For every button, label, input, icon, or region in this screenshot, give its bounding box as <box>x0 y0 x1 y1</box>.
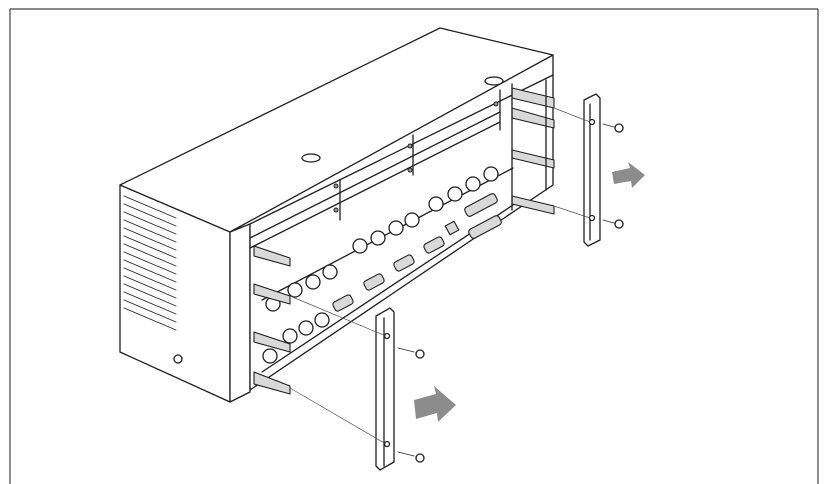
bnc-connector <box>388 220 404 236</box>
dsub-connector <box>393 254 415 272</box>
panel-screw <box>493 101 499 107</box>
panel-strip <box>249 121 501 249</box>
bracket-screw <box>602 123 624 133</box>
rj-connector <box>444 220 460 236</box>
flange-tab <box>253 371 291 395</box>
bnc-connector <box>314 312 330 328</box>
bracket-screw <box>397 347 425 359</box>
bracket-screw <box>397 451 425 463</box>
dsub-connector <box>423 236 445 254</box>
leader-line <box>289 295 387 337</box>
dsub-connector <box>468 215 502 239</box>
dsub-connector-group <box>332 193 502 312</box>
side-screw <box>173 354 183 364</box>
bracket-hole <box>588 118 596 126</box>
leader-line <box>289 387 387 445</box>
rack-mount-bracket-left <box>289 295 425 471</box>
bnc-connector-group <box>262 166 499 364</box>
bracket-hole <box>588 214 596 222</box>
front-flange <box>229 223 251 403</box>
bracket-body <box>375 307 395 471</box>
top-mount-hole <box>301 153 321 163</box>
bracket-hole <box>383 332 391 340</box>
bnc-connector <box>262 348 278 364</box>
bnc-connector <box>305 274 321 290</box>
bnc-connector <box>465 176 481 192</box>
removal-direction-arrow <box>414 386 456 422</box>
bnc-connector <box>287 282 303 298</box>
bnc-connector <box>370 230 386 246</box>
leader-line <box>553 107 591 123</box>
bracket-body <box>583 93 601 247</box>
bnc-connector <box>404 212 420 228</box>
panel-strip <box>249 111 501 239</box>
bnc-connector <box>322 264 338 280</box>
bnc-connector <box>298 320 314 336</box>
bracket-screw <box>602 219 624 229</box>
bnc-connector <box>447 186 463 202</box>
dsub-connector <box>332 294 354 312</box>
dsub-connector <box>363 273 385 291</box>
flange-tab <box>253 283 291 305</box>
bnc-connector <box>428 196 444 212</box>
flange-tab <box>253 331 291 353</box>
dsub-connector <box>464 193 498 217</box>
panel-screw <box>407 167 413 173</box>
panel-screw <box>407 143 413 149</box>
leader-line <box>553 205 591 219</box>
side-vent-grille <box>123 195 177 331</box>
top-mount-hole <box>484 76 504 86</box>
panel-screw <box>333 207 339 213</box>
bnc-connector <box>282 328 298 344</box>
panel-screw <box>333 183 339 189</box>
flange-tab <box>253 245 291 267</box>
bnc-connector <box>483 166 499 182</box>
rack-mount-bracket-right <box>553 93 624 247</box>
removal-direction-arrow <box>612 162 645 188</box>
bracket-hole <box>383 440 391 448</box>
bnc-connector <box>352 238 368 254</box>
chassis <box>119 27 555 403</box>
